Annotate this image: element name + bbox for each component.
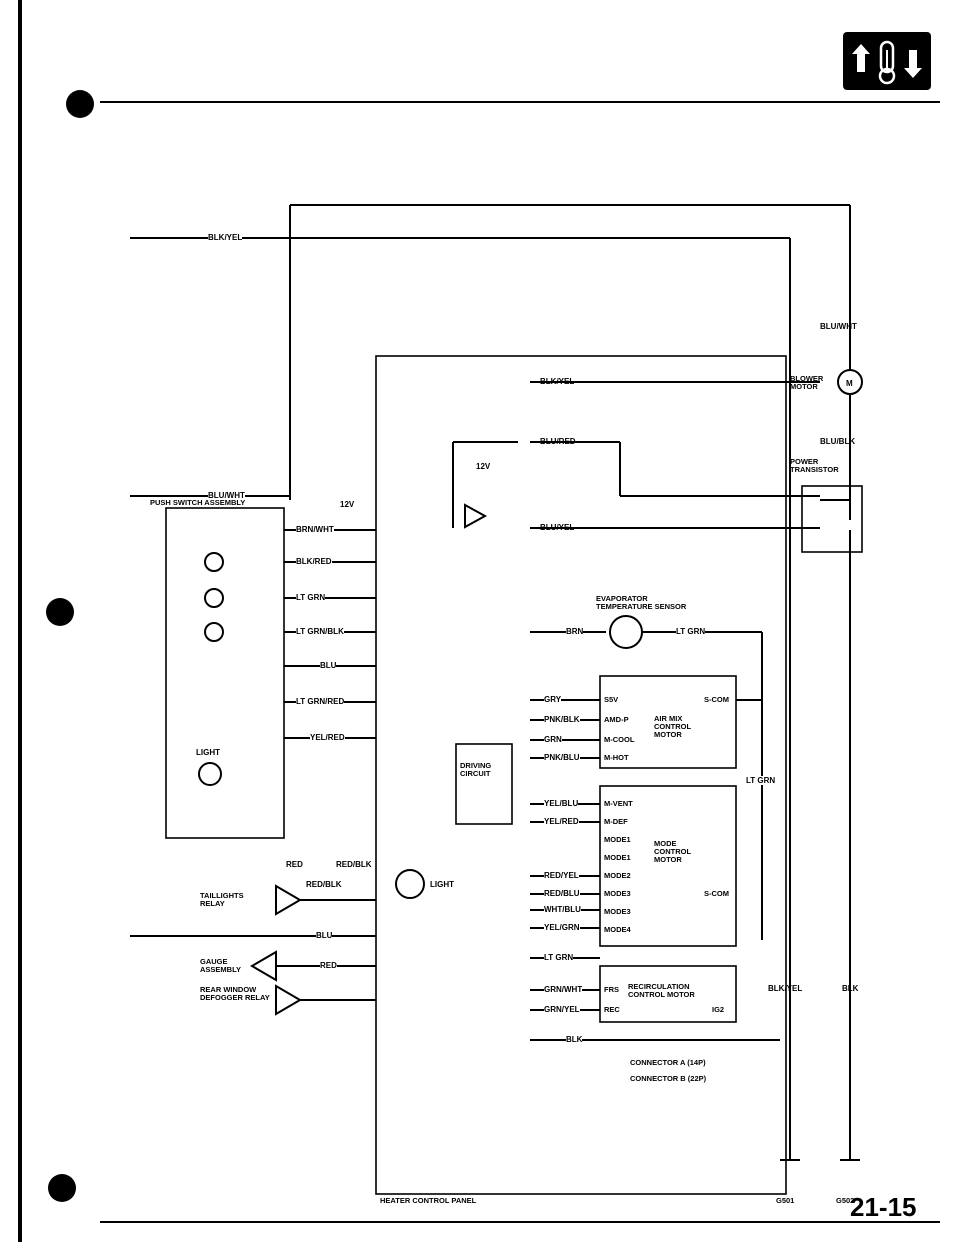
binding-hole — [48, 1174, 76, 1202]
thermometer-heater-icon — [852, 40, 922, 85]
taillights-relay-symbol — [275, 884, 302, 916]
power-transistor-box — [801, 485, 863, 553]
driving-circuit-box — [455, 743, 513, 825]
push-switch-assembly-box — [165, 507, 285, 839]
indicator-light — [198, 762, 222, 786]
binding-hole — [46, 598, 74, 626]
header-icon-box — [843, 32, 931, 90]
rear-defogger-relay-symbol — [275, 984, 302, 1016]
panel-light-symbol — [395, 869, 425, 899]
binding-hole — [66, 90, 94, 118]
evaporator-sensor-symbol — [609, 615, 643, 649]
driver-buffer — [464, 503, 488, 529]
air-mix-motor-box — [599, 675, 737, 769]
mode-motor-box — [599, 785, 737, 947]
gauge-assembly-symbol — [250, 950, 277, 982]
recirc-motor-box — [599, 965, 737, 1023]
blower-motor-M: M — [846, 379, 853, 388]
heater-control-panel-box — [375, 355, 787, 1195]
